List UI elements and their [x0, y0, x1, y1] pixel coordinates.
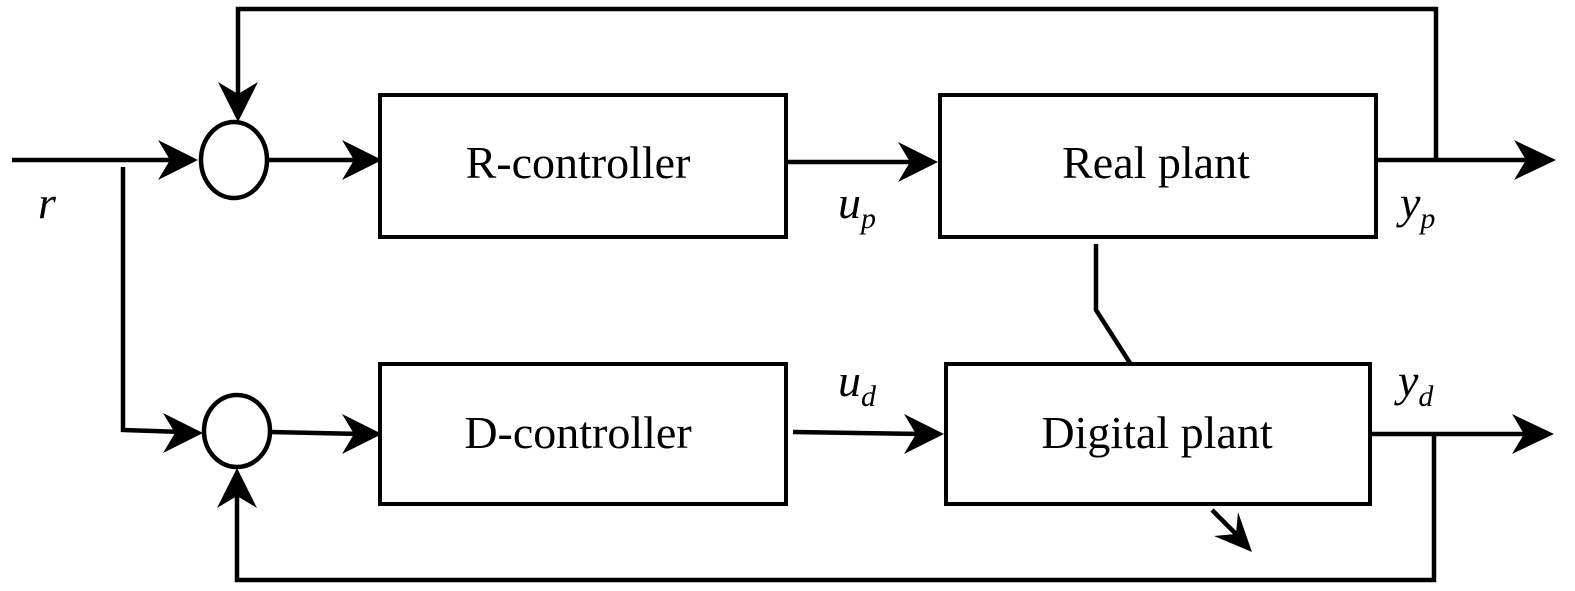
ud-signal-arrowhead [904, 414, 944, 454]
real-plant-block [938, 93, 1378, 239]
digital-plant-block [944, 362, 1372, 506]
plant-link-line [1093, 244, 1132, 365]
digital-plant-tuning-arrowhead [1214, 512, 1252, 552]
ud-signal-line [792, 429, 925, 437]
ud-signal-main: u [838, 355, 861, 406]
yp-signal-label: yp [1396, 177, 1435, 235]
reference-label: r [38, 177, 57, 228]
upper-junction-to-r-controller-arrowhead [342, 140, 382, 180]
up-signal-label: up [838, 177, 876, 235]
lower-summing-junction [201, 392, 273, 470]
d-controller-label: D-controller [464, 407, 691, 458]
reference-branch-line [120, 167, 184, 435]
r-controller-label: R-controller [466, 137, 691, 188]
upper-feedback-arrowhead [218, 82, 258, 122]
up-signal-sub: p [859, 202, 876, 235]
r-controller-block [378, 93, 788, 239]
yp-signal-sub: p [1418, 202, 1435, 235]
yd-output-arrowhead [1512, 414, 1554, 454]
yd-signal-label: yd [1394, 355, 1434, 413]
yp-signal-main: y [1396, 177, 1421, 228]
ud-signal-sub: d [861, 380, 877, 413]
lower-feedback-arrowhead [217, 468, 257, 508]
real-plant-label: Real plant [1062, 137, 1250, 188]
lower-junction-to-d-controller-line [269, 429, 363, 437]
ud-signal-label: ud [838, 355, 877, 413]
yd-signal-main: y [1394, 355, 1419, 406]
reference-branch-arrowhead [163, 413, 203, 453]
digital-plant-label: Digital plant [1041, 407, 1272, 458]
upper-feedback-line [235, 6, 1439, 160]
yd-signal-sub: d [1418, 380, 1434, 413]
d-controller-block [378, 362, 788, 506]
upper-summing-junction [198, 119, 270, 201]
yp-output-arrowhead [1514, 140, 1556, 180]
up-signal-main: u [838, 177, 861, 228]
up-signal-arrowhead [898, 142, 938, 182]
lower-junction-to-d-controller-arrowhead [342, 414, 382, 454]
lower-feedback-line [234, 434, 1437, 583]
reference-input-arrowhead [158, 140, 198, 180]
